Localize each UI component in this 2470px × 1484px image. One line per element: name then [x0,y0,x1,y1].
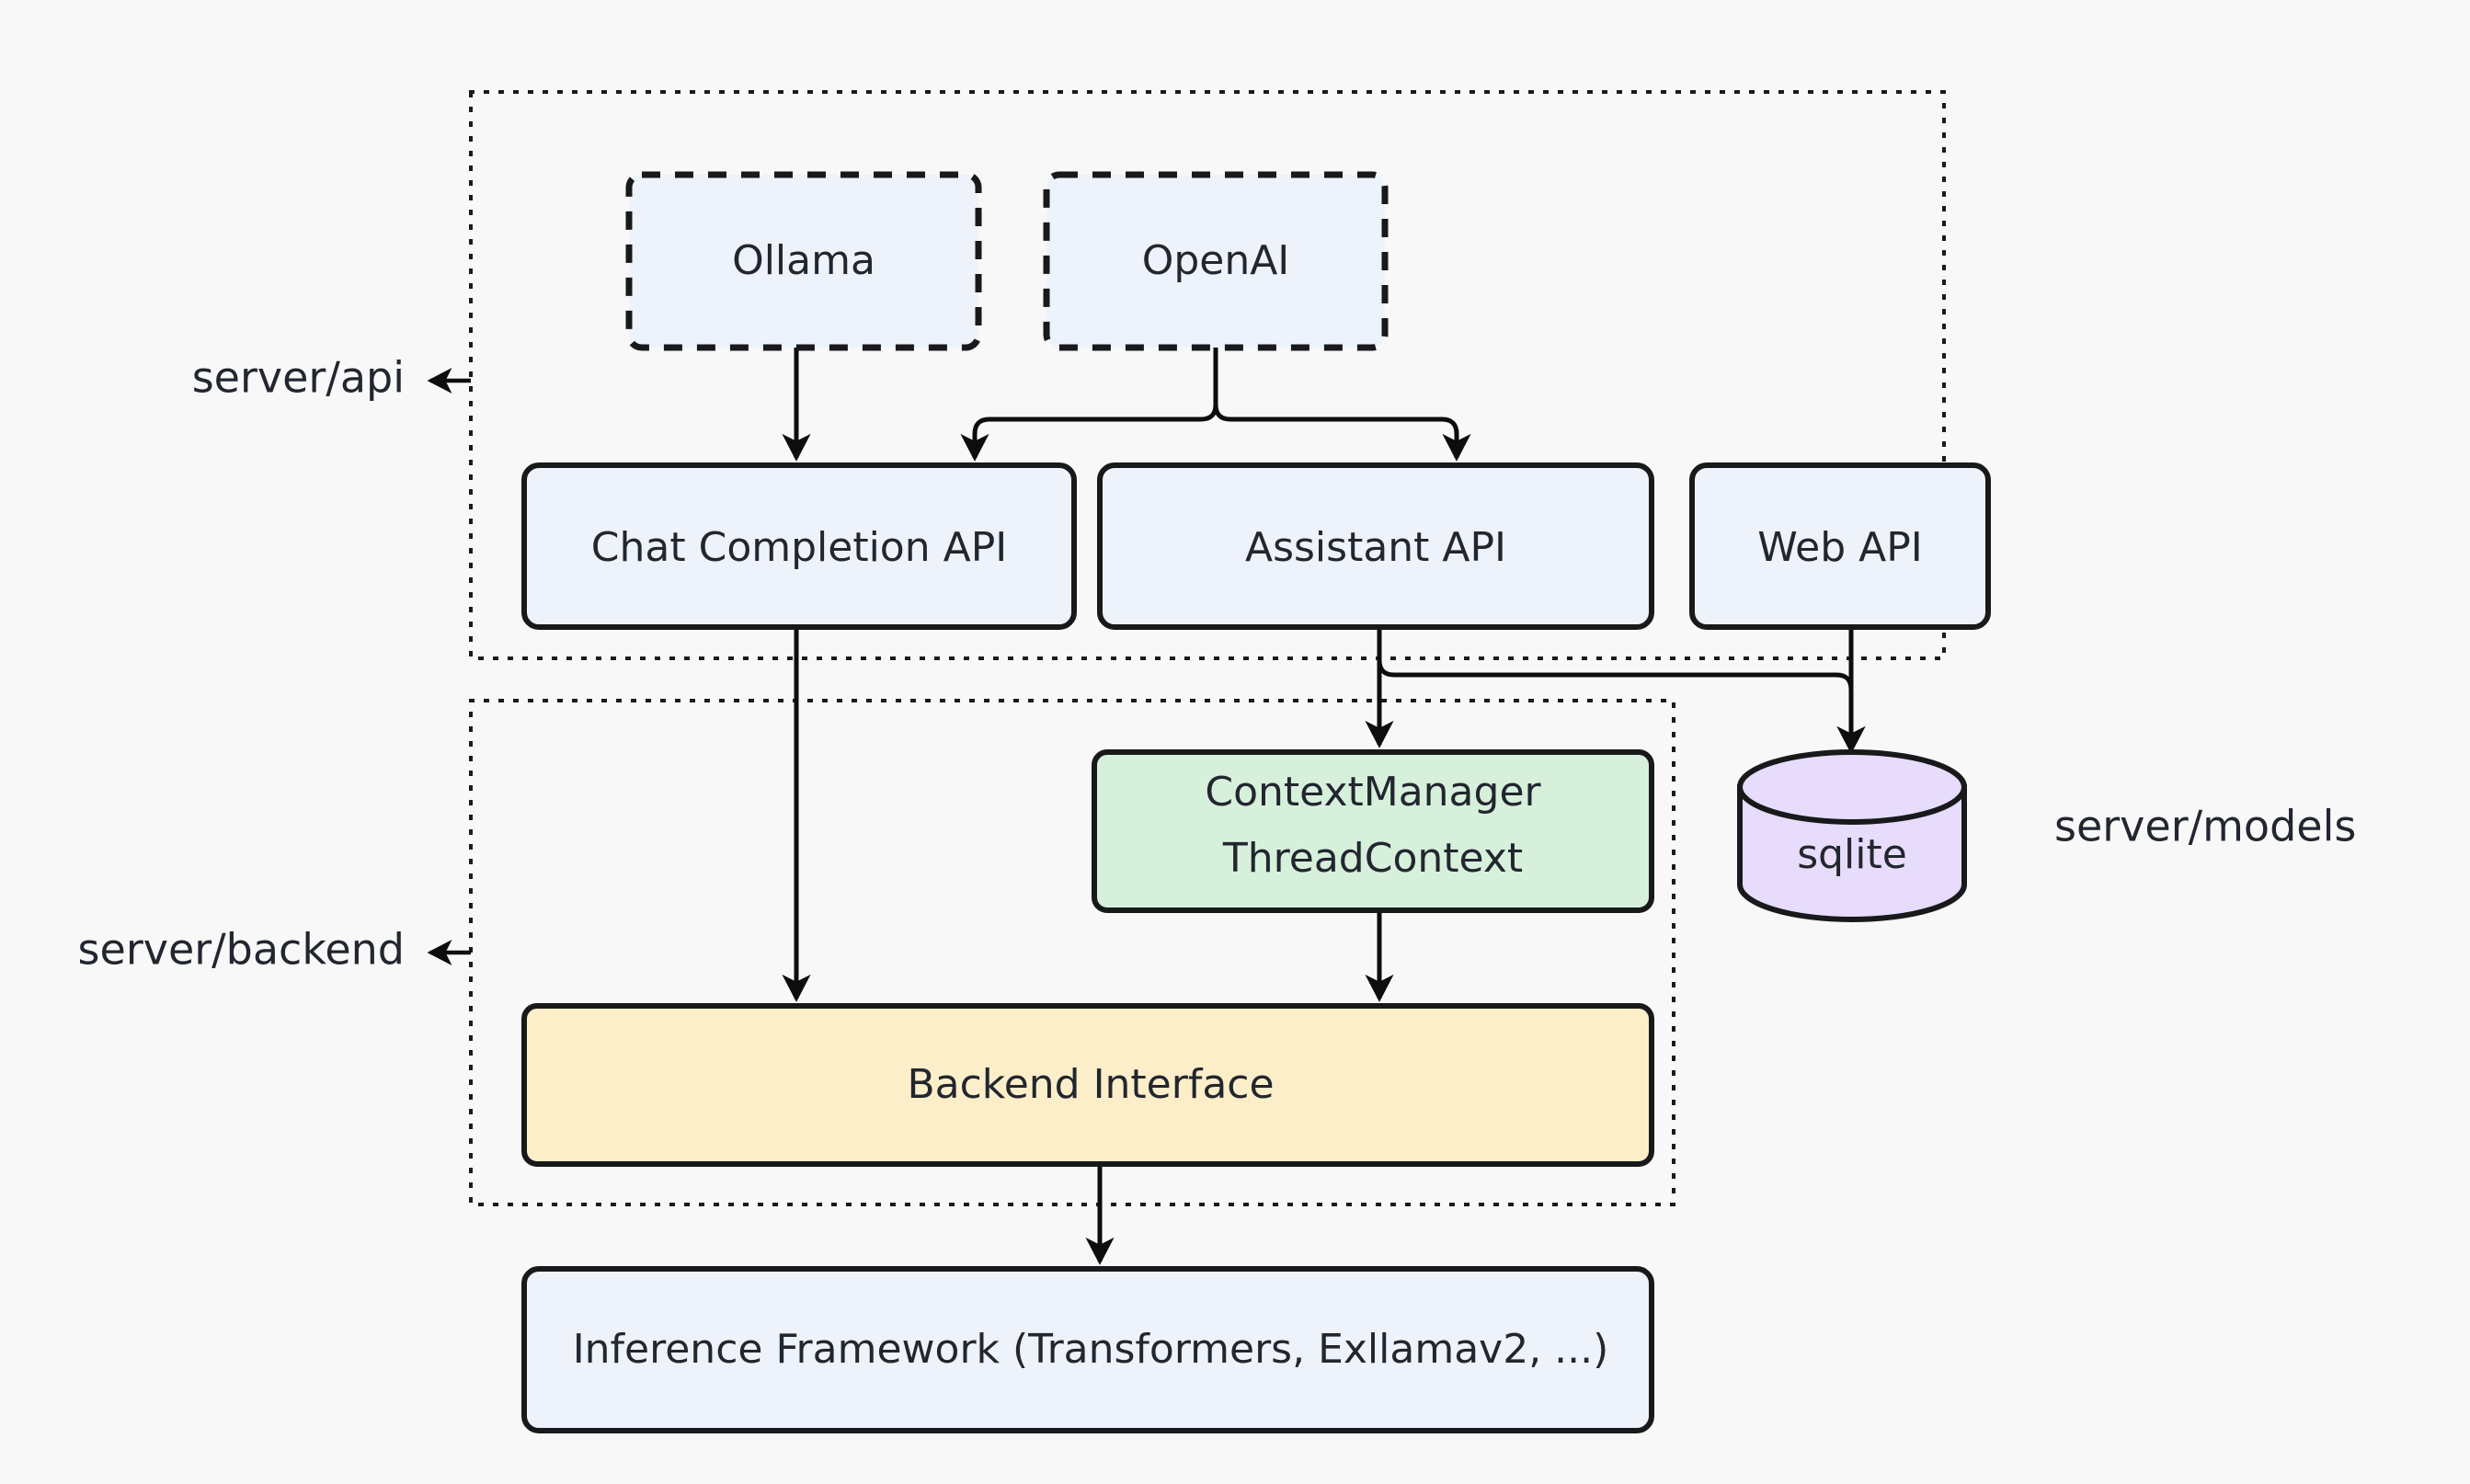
edge-openai-to-chat-completion-api [960,348,1218,462]
edge-assistant-api-to-sqlite [1377,623,1866,754]
node-label-openai: OpenAI [1142,237,1290,284]
node-label-inference-framework: Inference Framework (Transformers, Exlla… [573,1326,1609,1373]
node-assistant-api[interactable]: Assistant API [1097,462,1654,630]
group-label-server-models: server/models [2054,802,2356,851]
edge-openai-to-assistant-api [1213,348,1471,462]
node-context-manager[interactable]: ContextManager ThreadContext [1092,749,1654,913]
node-label-assistant-api: Assistant API [1245,524,1506,571]
group-label-server-api: server/api [192,353,405,403]
sqlite-cylinder-top [1737,749,1967,825]
node-label-context-manager-line2: ThreadContext [1222,835,1523,882]
node-label-sqlite: sqlite [1797,831,1907,878]
node-label-web-api: Web API [1757,524,1923,571]
node-label-context-manager-line1: ContextManager [1205,769,1541,816]
node-label-ollama: Ollama [732,237,875,284]
node-sqlite[interactable]: sqlite [1737,749,1967,922]
node-chat-completion-api[interactable]: Chat Completion API [521,462,1077,630]
node-openai[interactable]: OpenAI [1043,171,1389,351]
node-backend-interface[interactable]: Backend Interface [521,1003,1654,1167]
node-label-chat-completion-api: Chat Completion API [591,524,1007,571]
group-container-server-api [469,90,1946,660]
node-web-api[interactable]: Web API [1689,462,1991,630]
node-label-backend-interface: Backend Interface [907,1061,1274,1108]
group-label-server-backend: server/backend [78,925,405,975]
node-inference-framework[interactable]: Inference Framework (Transformers, Exlla… [521,1266,1654,1433]
node-ollama[interactable]: Ollama [625,171,982,351]
